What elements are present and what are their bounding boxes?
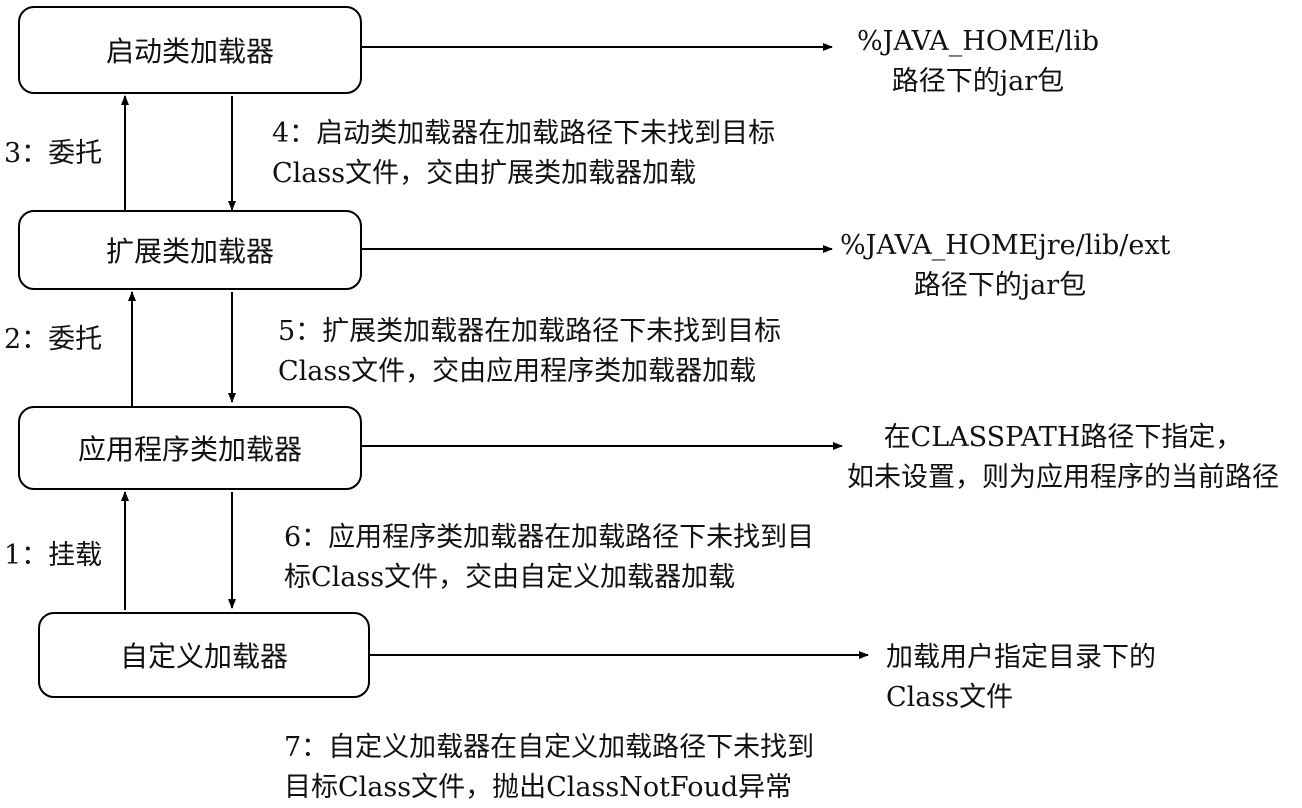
application-loader-label: 应用程序类加载器	[77, 433, 302, 466]
extension-target-text: %JAVA_HOMEjre/lib/ext 路径下的jar包	[840, 226, 1171, 306]
step-4-line2: Class文件，交由扩展类加载器加载	[272, 158, 697, 189]
custom-loader-label: 自定义加载器	[119, 640, 288, 673]
step-7-text: 7：自定义加载器在自定义加载路径下未找到 目标Class文件，抛出ClassNo…	[284, 728, 814, 808]
extension-loader-box: 扩展类加载器	[18, 210, 362, 290]
step-6-line1: 6：应用程序类加载器在加载路径下未找到目	[284, 522, 815, 553]
application-target-line2: 如未设置，则为应用程序的当前路径	[847, 462, 1279, 493]
step-2-label: 2：委托	[4, 324, 103, 355]
step-3-label: 3：委托	[4, 138, 103, 169]
step-5-line1: 5：扩展类加载器在加载路径下未找到目标	[278, 316, 782, 347]
bootstrap-loader-box: 启动类加载器	[18, 6, 362, 94]
step-5-line2: Class文件，交由应用程序类加载器加载	[278, 356, 757, 387]
step-6-line2: 标Class文件，交由自定义加载器加载	[284, 562, 736, 593]
step-7-line2: 目标Class文件，抛出ClassNotFoud异常	[284, 772, 793, 803]
custom-target-line2: Class文件	[886, 682, 1014, 713]
step-6-text: 6：应用程序类加载器在加载路径下未找到目 标Class文件，交由自定义加载器加载	[284, 518, 814, 598]
application-target-line1: 在CLASSPATH路径下指定，	[883, 422, 1243, 453]
extension-target-line1: %JAVA_HOMEjre/lib/ext	[840, 230, 1171, 261]
application-target-text: 在CLASSPATH路径下指定， 如未设置，则为应用程序的当前路径	[832, 418, 1294, 498]
extension-target-line2: 路径下的jar包	[913, 270, 1087, 301]
custom-loader-box: 自定义加载器	[38, 612, 370, 698]
bootstrap-target-text: %JAVA_HOME/lib 路径下的jar包	[828, 22, 1128, 102]
extension-loader-label: 扩展类加载器	[105, 235, 274, 268]
bootstrap-target-line1: %JAVA_HOME/lib	[857, 26, 1099, 57]
step-4-text: 4：启动类加载器在加载路径下未找到目标 Class文件，交由扩展类加载器加载	[272, 114, 775, 194]
step-1-label: 1：挂载	[4, 540, 103, 571]
step-5-text: 5：扩展类加载器在加载路径下未找到目标 Class文件，交由应用程序类加载器加载	[278, 312, 781, 392]
bootstrap-target-line2: 路径下的jar包	[891, 66, 1065, 97]
step-4-line1: 4：启动类加载器在加载路径下未找到目标	[272, 118, 776, 149]
custom-target-line1: 加载用户指定目录下的	[886, 642, 1156, 673]
step-7-line1: 7：自定义加载器在自定义加载路径下未找到	[284, 732, 815, 763]
custom-target-text: 加载用户指定目录下的 Class文件	[886, 638, 1156, 718]
application-loader-box: 应用程序类加载器	[18, 406, 362, 490]
bootstrap-loader-label: 启动类加载器	[105, 35, 274, 68]
